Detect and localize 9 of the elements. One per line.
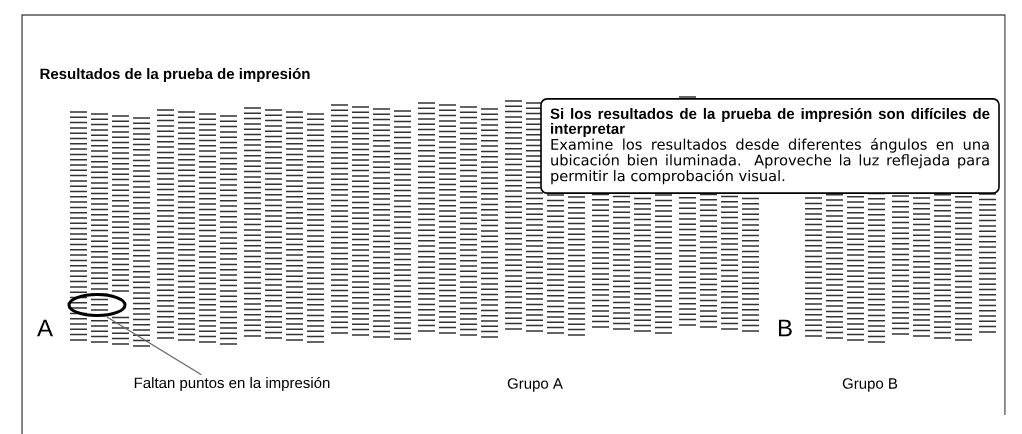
row-letter: A xyxy=(37,319,53,337)
highlight-ellipse xyxy=(67,293,127,317)
title: Resultados de la prueba de impresión xyxy=(40,67,310,83)
group-label: Grupo A xyxy=(507,378,563,392)
group-label: Grupo B xyxy=(842,378,898,392)
note-box: Si los resultados de la prueba de impresión son difíciles de interpretar Examine los resultados desde diferentes ángulos en una ubicación bien iluminada. Aproveche la luz reflejada para permitir la comprobación visual. xyxy=(540,98,1000,194)
row-letter: B xyxy=(779,319,792,337)
leader-line xyxy=(106,316,203,376)
callout-text: Faltan puntos en la impresión xyxy=(134,376,330,392)
